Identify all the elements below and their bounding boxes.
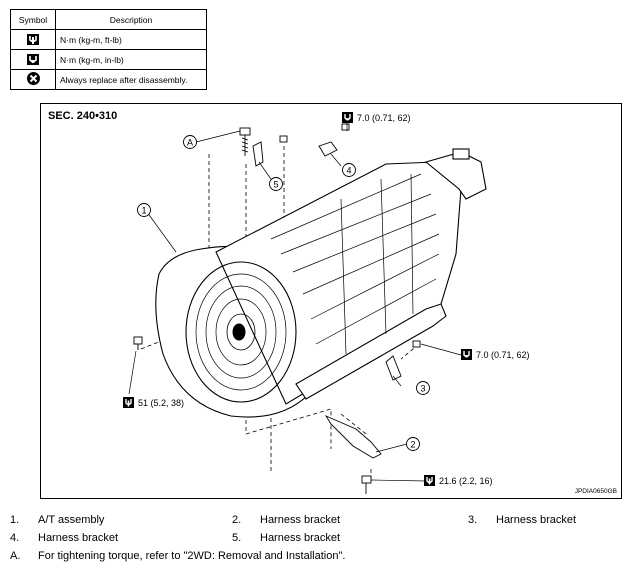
callout-1-label: 1	[141, 206, 146, 216]
torque-label-bottom: 21.6 (2.2, 16)	[423, 474, 493, 487]
footnote-text: For tightening torque, refer to "2WD: Re…	[38, 550, 346, 562]
always-replace-icon	[26, 72, 40, 85]
legend-row-replace: Always replace after disassembly.	[10, 69, 207, 90]
figure-code: JPDIA0650GB	[574, 488, 617, 495]
bolts	[133, 123, 421, 494]
legend-desc-in-lb: N·m (kg-m, in-lb)	[55, 49, 207, 70]
legend-header-row: Symbol Description	[10, 9, 207, 30]
callout-3: 3	[416, 381, 430, 395]
callout-5: 5	[269, 177, 283, 191]
callout-2-label: 2	[410, 440, 415, 450]
torque-value-left: 51 (5.2, 38)	[138, 398, 184, 408]
legend-row-in-lb: N·m (kg-m, in-lb)	[10, 49, 207, 70]
callout-5-label: 5	[273, 180, 278, 190]
callout-2: 2	[406, 437, 420, 451]
torque-wrench-in-lb-icon	[460, 348, 473, 361]
symbol-legend-table: Symbol Description N·m (kg-m, ft-lb) N·m…	[10, 9, 207, 90]
torque-wrench-icon	[27, 33, 39, 45]
legend-header-description: Description	[55, 9, 207, 30]
callout-a: A	[183, 135, 197, 149]
torque-wrench-icon	[122, 396, 135, 409]
part-name: A/T assembly	[38, 514, 105, 526]
torque-label-right: 7.0 (0.71, 62)	[460, 348, 530, 361]
legend-desc-ft-lb: N·m (kg-m, ft-lb)	[55, 29, 207, 50]
callout-a-label: A	[187, 138, 193, 148]
case-ribs	[270, 173, 440, 355]
torque-label-left: 51 (5.2, 38)	[122, 396, 184, 409]
legend-desc-replace: Always replace after disassembly.	[55, 69, 207, 90]
torque-value-right: 7.0 (0.71, 62)	[476, 350, 530, 360]
legend-row-ft-lb: N·m (kg-m, ft-lb)	[10, 29, 207, 50]
torque-label-top: 7.0 (0.71, 62)	[341, 111, 411, 124]
leader-lines	[128, 123, 462, 482]
parts-row-1: 1.A/T assembly 2.Harness bracket 3.Harne…	[10, 514, 625, 532]
torque-wrench-in-lb-icon	[341, 111, 354, 124]
parts-row-2: 4.Harness bracket 5.Harness bracket	[10, 532, 625, 550]
callout-1: 1	[137, 203, 151, 217]
harness-brackets	[252, 141, 402, 459]
list-item: 1.A/T assembly	[10, 514, 105, 526]
part-name: Harness bracket	[260, 532, 341, 544]
list-item: 4.Harness bracket	[10, 532, 119, 544]
exploded-view-diagram: SEC. 240•310	[40, 103, 622, 499]
torque-converter	[185, 261, 297, 403]
callout-4: 4	[342, 163, 356, 177]
torque-value-bottom: 21.6 (2.2, 16)	[439, 476, 493, 486]
torque-wrench-icon	[423, 474, 436, 487]
torque-value-top: 7.0 (0.71, 62)	[357, 113, 411, 123]
part-name: Harness bracket	[260, 514, 341, 526]
callout-4-label: 4	[346, 166, 351, 176]
torque-wrench-in-lb-icon	[27, 53, 39, 65]
legend-header-symbol: Symbol	[10, 9, 56, 30]
parts-list: 1.A/T assembly 2.Harness bracket 3.Harne…	[10, 514, 625, 550]
list-item: 3.Harness bracket	[468, 514, 577, 526]
list-item: 2.Harness bracket	[232, 514, 341, 526]
part-name: Harness bracket	[496, 514, 577, 526]
list-item: 5.Harness bracket	[232, 532, 341, 544]
callout-3-label: 3	[420, 384, 425, 394]
section-title: SEC. 240•310	[48, 110, 118, 122]
at-assembly-body	[155, 148, 487, 418]
transmission-illustration: A 1 2 3 4 5 7.0 (0.71, 62)	[122, 111, 530, 494]
part-name: Harness bracket	[38, 532, 119, 544]
footnote-a: A.For tightening torque, refer to "2WD: …	[10, 550, 346, 562]
